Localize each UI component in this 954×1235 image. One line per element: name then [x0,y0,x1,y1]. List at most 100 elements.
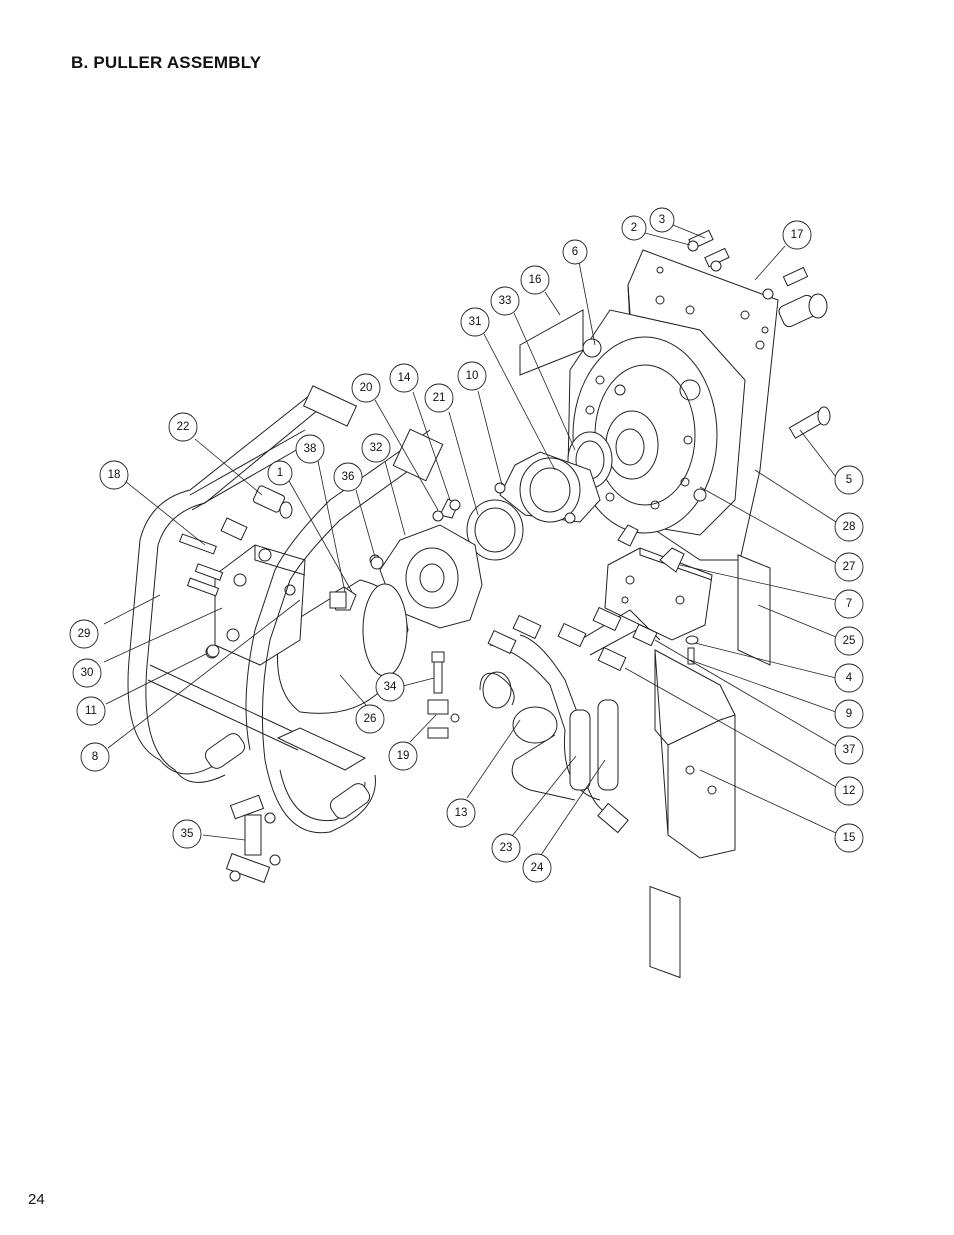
svg-text:22: 22 [177,421,190,433]
callout-16: 16 [520,265,550,295]
svg-text:26: 26 [364,713,377,725]
svg-text:38: 38 [304,443,317,455]
washer-4 [686,636,698,644]
svg-text:36: 36 [342,471,355,483]
callout-4: 4 [834,663,864,693]
parts-drawing [128,230,830,977]
svg-text:3: 3 [659,214,665,226]
callout-31: 31 [460,307,490,337]
gear-housing [568,310,745,535]
fitting-35 [226,795,280,882]
svg-text:21: 21 [433,392,446,404]
callout-13: 13 [446,798,476,828]
page-number: 24 [28,1191,45,1208]
svg-text:31: 31 [469,316,482,328]
svg-text:18: 18 [108,469,121,481]
svg-text:19: 19 [397,750,410,762]
callout-37: 37 [834,735,864,765]
elbow-fitting-22 [221,485,292,540]
callout-27: 27 [834,552,864,582]
callout-33: 33 [490,286,520,316]
callout-2: 2 [621,215,647,241]
svg-text:27: 27 [843,561,856,573]
callout-6: 6 [562,239,588,265]
svg-text:1: 1 [277,467,283,479]
svg-text:20: 20 [360,382,373,394]
svg-text:23: 23 [500,842,513,854]
callout-38: 38 [295,434,325,464]
mounting-post [650,650,735,977]
valve-manifold [605,525,712,640]
bolts-18 [180,534,223,596]
svg-text:4: 4 [846,672,853,684]
callout-9: 9 [834,699,864,729]
svg-text:17: 17 [791,229,804,241]
callout-25: 25 [834,626,864,656]
callout-18: 18 [99,460,129,490]
svg-text:11: 11 [85,705,97,717]
callout-7: 7 [834,589,864,619]
svg-text:15: 15 [843,832,856,844]
callout-19: 19 [388,741,418,771]
adapter-plate [380,499,482,628]
callout-14: 14 [389,363,419,393]
svg-text:14: 14 [398,372,411,384]
svg-text:6: 6 [572,246,578,258]
leader-lines [103,224,837,856]
svg-text:33: 33 [499,295,512,307]
page-title: B. PULLER ASSEMBLY [71,53,262,72]
pin-9 [688,648,694,664]
svg-text:7: 7 [846,598,852,610]
top-bolts [688,230,827,328]
callout-15: 15 [834,823,864,853]
callout-8: 8 [80,742,110,772]
svg-text:12: 12 [843,785,856,797]
quick-coupler [480,672,557,743]
callout-30: 30 [72,658,102,688]
callout-34: 34 [375,672,405,702]
nut-11 [207,645,219,657]
svg-text:2: 2 [631,222,637,234]
seal-rings [467,432,612,560]
svg-text:30: 30 [81,667,94,679]
callout-36: 36 [333,462,363,492]
svg-text:24: 24 [531,862,544,874]
decal-25 [738,555,770,665]
fitting-34-19 [428,652,459,738]
callouts: 1 2 3 4 5 6 7 8 9 10 11 12 13 14 15 16 1… [69,207,864,883]
callout-35: 35 [172,819,202,849]
callout-3: 3 [649,207,675,233]
svg-text:32: 32 [370,442,383,454]
hydraulic-hoses [488,608,660,833]
bolt-5 [789,407,830,438]
callout-11: 11 [76,696,106,726]
callout-26: 26 [355,704,385,734]
bolt-20 [433,511,443,521]
callout-32: 32 [361,433,391,463]
bolt-38 [330,592,346,608]
callout-12: 12 [834,776,864,806]
callout-5: 5 [834,465,864,495]
svg-text:37: 37 [843,744,856,756]
svg-text:25: 25 [843,635,856,647]
svg-text:10: 10 [466,370,479,382]
callout-21: 21 [424,383,454,413]
svg-text:5: 5 [846,474,852,486]
svg-text:28: 28 [843,521,856,533]
svg-text:9: 9 [846,708,852,720]
svg-text:8: 8 [92,751,98,763]
nut-6 [583,339,601,357]
svg-text:16: 16 [529,274,542,286]
callout-22: 22 [168,412,198,442]
callout-24: 24 [522,853,552,883]
callout-17: 17 [782,220,812,250]
svg-text:13: 13 [455,807,468,819]
svg-text:34: 34 [384,681,397,693]
callout-10: 10 [457,361,487,391]
svg-text:35: 35 [181,828,194,840]
callout-20: 20 [351,373,381,403]
callout-23: 23 [491,833,521,863]
callout-29: 29 [69,619,99,649]
callout-1: 1 [267,460,293,486]
